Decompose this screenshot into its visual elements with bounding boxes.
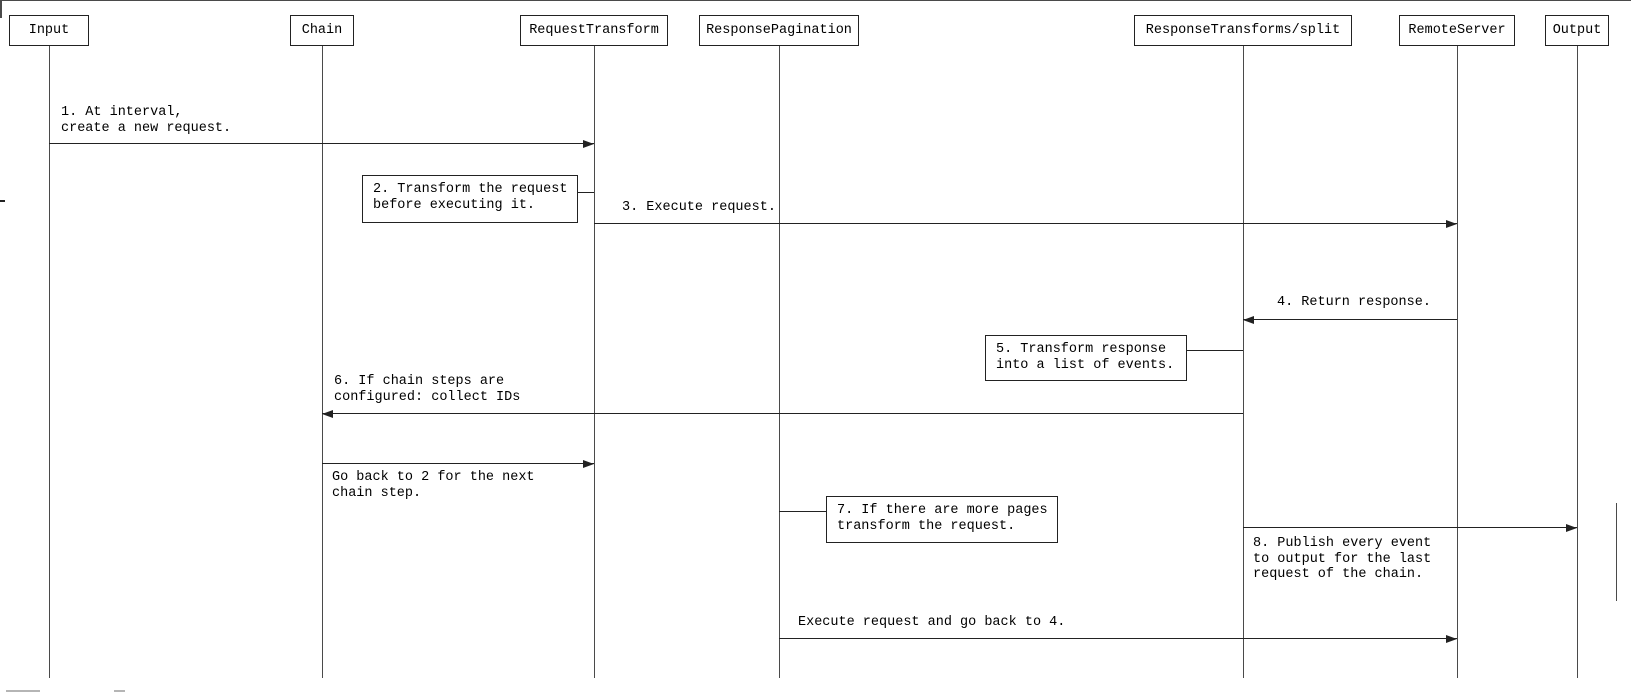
note-5-text-line: 5. Transform response [996, 342, 1167, 357]
participant-box-chain: Chain [290, 15, 354, 46]
message-go-back-2-label-line: Go back to 2 for the next [332, 470, 535, 485]
participant-label-request-transform: RequestTransform [529, 22, 659, 38]
lifeline-request-transform [594, 46, 595, 678]
lifeline-chain [322, 46, 323, 678]
message-6-label-line: configured: collect IDs [334, 389, 521, 405]
lifeline-input [49, 46, 50, 678]
message-8-line [1243, 527, 1577, 528]
message-go-back-2-label-line: chain step. [332, 485, 422, 501]
message-1-line [49, 143, 594, 144]
note-2-connector [578, 192, 594, 193]
message-1-label-line: create a new request. [61, 120, 232, 136]
note-5-connector [1187, 350, 1243, 351]
right-edge-line [1616, 503, 1617, 601]
message-1-arrowhead-icon [583, 139, 594, 148]
message-3-label-line: 3. Execute request. [622, 200, 776, 215]
bottom-edge-mark-2 [114, 690, 125, 692]
message-1-label: 1. At interval,create a new request. [61, 105, 231, 136]
participant-label-remote-server: RemoteServer [1408, 22, 1506, 38]
participant-label-output: Output [1552, 22, 1602, 38]
message-8-label-line: 8. Publish every event [1253, 536, 1432, 551]
message-execute-go-back-4-arrowhead-icon [1446, 634, 1457, 643]
message-go-back-2-arrowhead-icon [583, 459, 594, 468]
left-edge-tick [0, 200, 5, 202]
message-3-label: 3. Execute request. [622, 200, 776, 216]
message-execute-go-back-4-label: Execute request and go back to 4. [798, 615, 1065, 631]
participant-box-request-transform: RequestTransform [520, 15, 668, 46]
participant-box-input: Input [9, 15, 89, 46]
message-4-label-line: 4. Return response. [1277, 295, 1431, 310]
message-1-label-line: 1. At interval, [61, 105, 183, 120]
note-2-text-line: before executing it. [373, 197, 536, 213]
message-execute-go-back-4-line [779, 638, 1457, 639]
participant-label-response-pagination: ResponsePagination [706, 22, 852, 38]
lifeline-output [1577, 46, 1578, 678]
message-4-label: 4. Return response. [1277, 295, 1431, 311]
note-7-text-line: 7. If there are more pages [837, 503, 1048, 518]
note-5-text-line: into a list of events. [996, 357, 1175, 373]
message-6-arrowhead-icon [322, 409, 333, 418]
message-go-back-2-line [322, 463, 594, 464]
message-8-label-line: to output for the last [1253, 551, 1432, 567]
top-border-line [0, 0, 1631, 1]
message-8-arrowhead-icon [1566, 523, 1577, 532]
top-left-edge-stub [0, 0, 2, 18]
message-execute-go-back-4-label-line: Execute request and go back to 4. [798, 615, 1066, 630]
note-2-text-line: 2. Transform the request [373, 182, 568, 197]
participant-label-input: Input [28, 22, 70, 38]
message-4-line [1243, 319, 1457, 320]
lifeline-response-pagination [779, 46, 780, 678]
note-7-text-line: transform the request. [837, 518, 1016, 534]
lifeline-response-transforms-split [1243, 46, 1244, 678]
participant-box-response-transforms-split: ResponseTransforms/split [1134, 15, 1352, 46]
participant-box-output: Output [1545, 15, 1609, 46]
participant-box-response-pagination: ResponsePagination [699, 15, 859, 46]
message-3-arrowhead-icon [1446, 219, 1457, 228]
message-8-label-line: request of the chain. [1253, 567, 1424, 582]
message-3-line [594, 223, 1457, 224]
participant-label-chain: Chain [301, 22, 343, 38]
bottom-edge-mark-1 [6, 690, 40, 692]
message-6-line [322, 413, 1243, 414]
note-7-connector [779, 511, 826, 512]
lifeline-remote-server [1457, 46, 1458, 678]
participant-box-remote-server: RemoteServer [1399, 15, 1515, 46]
message-4-arrowhead-icon [1243, 315, 1254, 324]
participant-label-response-transforms-split: ResponseTransforms/split [1145, 22, 1341, 38]
message-6-label-line: 6. If chain steps are [334, 374, 505, 389]
